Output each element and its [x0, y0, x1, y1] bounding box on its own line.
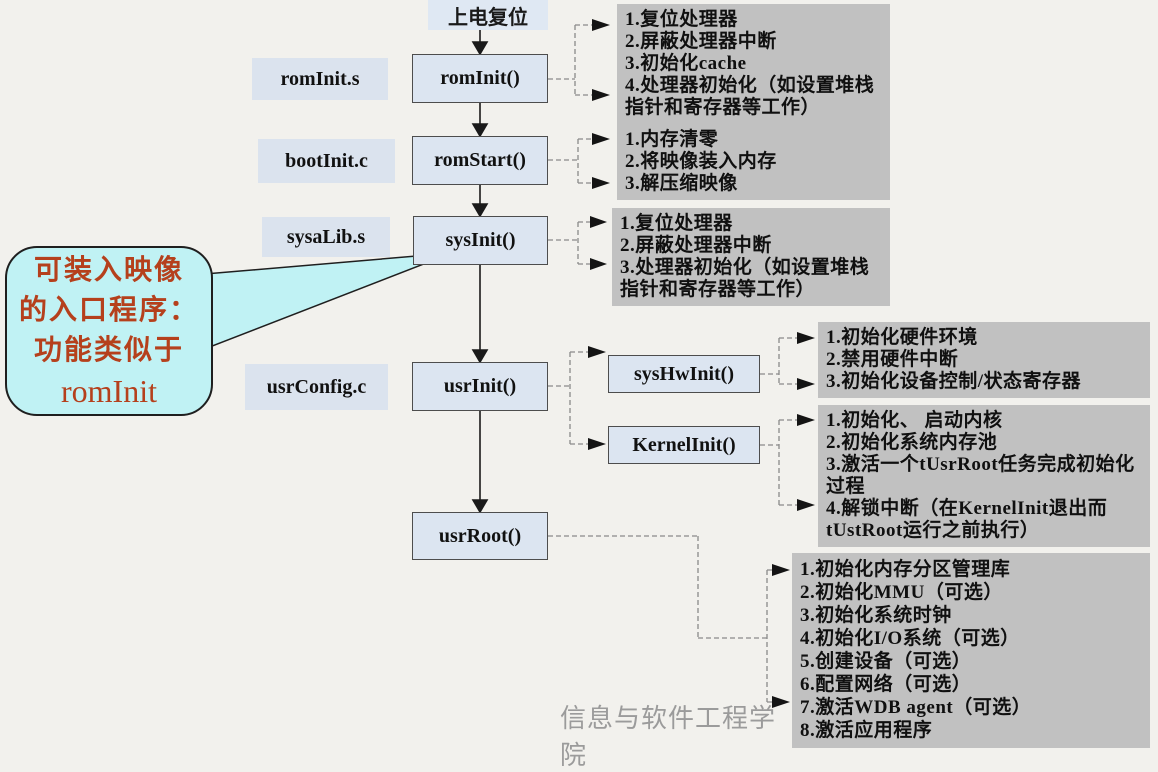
- dashed-syshwinit-notes: [760, 337, 797, 385]
- note-item: 1.初始化内存分区管理库: [800, 559, 1011, 580]
- file-label-text: usrConfig.c: [266, 375, 367, 398]
- flow-box-sysinit: sysInit(): [413, 216, 548, 265]
- arrow-usrinit-to-usrroot: [471, 411, 489, 514]
- note-item: 2.禁用硬件中断: [826, 349, 959, 370]
- dashed-sysinit-notes: [548, 221, 590, 265]
- note-item: 3.初始化系统时钟: [800, 605, 952, 626]
- watermark-text: 信息与软件工程学院: [560, 703, 777, 770]
- arrow-romstart-to-sysinit: [471, 185, 489, 218]
- flow-box-label: romStart(): [434, 149, 526, 171]
- power-on-reset-box: 上电复位: [428, 0, 548, 30]
- file-label-rominit-s: romInit.s: [252, 58, 388, 100]
- note-item: 1.复位处理器: [625, 9, 738, 30]
- flow-box-label: sysInit(): [445, 229, 516, 251]
- power-on-reset-label: 上电复位: [448, 6, 528, 29]
- flow-box-kernelinit: KernelInit(): [608, 426, 760, 464]
- flow-box-label: usrRoot(): [438, 524, 522, 547]
- callout-bubble: 可装入映像 的入口程序： 功能类似于 romInit: [5, 246, 213, 416]
- note-item: 1.内存清零: [625, 129, 719, 150]
- note-item: 1.复位处理器: [620, 213, 733, 234]
- note-item: 1.初始化、 启动内核: [826, 410, 1003, 431]
- file-label-text: bootInit.c: [285, 149, 368, 172]
- callout-line: 的入口程序：: [18, 294, 199, 325]
- flow-box-usrroot: usrRoot(): [412, 512, 548, 560]
- note-item: 7.激活WDB agent（可选）: [800, 697, 1032, 718]
- file-label-bootinit-c: bootInit.c: [258, 139, 395, 183]
- flow-box-label: KernelInit(): [632, 433, 736, 456]
- note-item: 3.处理器初始化（如设置堆栈指针和寄存器等工作）: [620, 257, 870, 300]
- note-item: 4.解锁中断（在KernelInit退出而tUstRoot运行之前执行）: [826, 498, 1108, 541]
- file-label-sysalib-s: sysaLib.s: [262, 217, 390, 257]
- note-item: 3.初始化cache: [625, 53, 747, 74]
- dashed-kernelinit-notes: [760, 419, 797, 506]
- dashed-usrinit-branch: [548, 351, 588, 445]
- dashed-romstart-notes: [548, 138, 592, 184]
- arrow-poweron-to-rominit: [471, 30, 489, 56]
- flow-box-syshwinit: sysHwInit(): [608, 355, 760, 393]
- callout-pointer: [192, 252, 453, 352]
- arrow-sysinit-to-usrinit: [471, 265, 489, 364]
- note-item: 2.屏蔽处理器中断: [620, 235, 772, 256]
- note-item: 2.将映像装入内存: [625, 151, 777, 172]
- callout-line: 功能类似于: [33, 334, 184, 365]
- note-item: 2.初始化系统内存池: [826, 432, 998, 453]
- note-item: 4.初始化I/O系统（可选）: [800, 628, 1020, 649]
- note-item: 8.激活应用程序: [800, 720, 933, 741]
- diagram-canvas: 上电复位 romInit.s bootInit.c sysaLib.s usrC…: [5, 0, 1150, 770]
- note-item: 5.创建设备（可选）: [800, 651, 972, 672]
- flow-box-label: sysHwInit(): [633, 362, 734, 385]
- note-item: 3.解压缩映像: [625, 173, 738, 194]
- flow-box-label: usrInit(): [443, 375, 517, 397]
- note-item: 3.激活一个tUsrRoot任务完成初始化过程: [826, 454, 1135, 497]
- arrow-rominit-to-romstart: [471, 103, 489, 138]
- note-item: 6.配置网络（可选）: [800, 674, 972, 695]
- file-label-text: sysaLib.s: [286, 225, 366, 248]
- callout-line: 可装入映像: [33, 254, 184, 285]
- flow-box-label: romInit(): [440, 67, 520, 89]
- callout-line-rominit: romInit: [61, 373, 157, 409]
- note-item: 2.初始化MMU（可选）: [800, 582, 1003, 603]
- file-label-text: romInit.s: [280, 67, 360, 90]
- note-item: 2.屏蔽处理器中断: [625, 31, 777, 52]
- note-item: 1.初始化硬件环境: [826, 327, 978, 348]
- flow-box-rominit: romInit(): [412, 54, 548, 103]
- file-label-usrconfig-c: usrConfig.c: [245, 364, 388, 410]
- note-item: 3.初始化设备控制/状态寄存器: [826, 371, 1082, 392]
- dashed-usrroot-notes: [548, 535, 772, 703]
- flow-box-usrinit: usrInit(): [412, 362, 548, 411]
- note-item: 4.处理器初始化（如设置堆栈指针和寄存器等工作）: [625, 75, 875, 118]
- dashed-rominit-notes: [548, 24, 592, 96]
- flow-box-romstart: romStart(): [412, 136, 548, 185]
